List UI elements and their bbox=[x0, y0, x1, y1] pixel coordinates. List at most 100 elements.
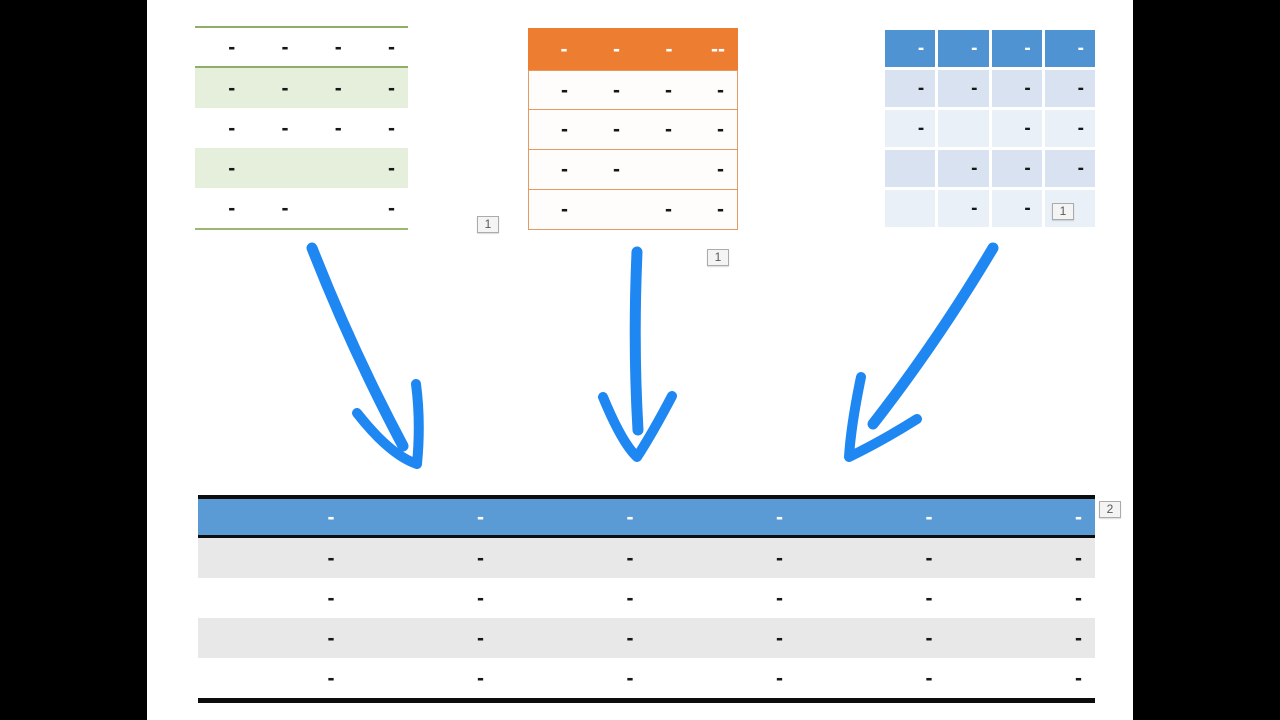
table-header-row: - - - - - - bbox=[198, 499, 1095, 538]
table-cell: - bbox=[388, 196, 395, 220]
table-cell: - bbox=[1044, 70, 1095, 107]
table-row: - - - - bbox=[195, 68, 408, 108]
table-cell: - bbox=[626, 586, 634, 610]
table-cell: - bbox=[281, 116, 289, 140]
table-cell: - bbox=[561, 78, 568, 102]
table-cell: - bbox=[938, 190, 989, 227]
table-cell: - bbox=[885, 30, 936, 67]
table-cell: - bbox=[281, 76, 289, 100]
table-cell: - bbox=[327, 505, 335, 529]
merged-table: - - - - - - - - - - - - - - - - - - bbox=[198, 495, 1095, 703]
table-row: - - - - - - bbox=[198, 538, 1095, 578]
table-cell: - bbox=[388, 35, 395, 59]
table-cell: - bbox=[613, 118, 620, 141]
table-cell: - bbox=[1044, 30, 1095, 67]
table-row: - - - bbox=[528, 150, 738, 190]
table-cell: - bbox=[925, 546, 933, 570]
table-cell: - bbox=[776, 626, 783, 650]
table-cell: - bbox=[991, 150, 1042, 187]
table-header-row: - - - -- bbox=[528, 28, 738, 70]
table-cell: - bbox=[1044, 150, 1095, 187]
table-cell bbox=[938, 110, 989, 147]
table-cell: -- bbox=[711, 37, 725, 61]
table-cell: - bbox=[991, 30, 1042, 67]
table-cell: - bbox=[561, 158, 568, 181]
table-cell bbox=[885, 190, 936, 227]
source-table-green: - - - - - - - - - - - - - - bbox=[195, 26, 408, 230]
animation-order-badge: 2 bbox=[1099, 501, 1121, 518]
source-table-blue: - - - - - - - - - - - - - - - - bbox=[885, 30, 1095, 227]
table-cell: - bbox=[717, 78, 724, 102]
table-cell: - bbox=[228, 156, 236, 180]
table-cell: - bbox=[626, 546, 634, 570]
table-row: - - - - - - bbox=[198, 578, 1095, 618]
table-cell bbox=[885, 150, 936, 187]
table-cell: - bbox=[1075, 546, 1082, 570]
table-cell: - bbox=[1075, 666, 1082, 690]
table-cell: - bbox=[626, 626, 634, 650]
arrow-down-icon bbox=[598, 246, 677, 462]
table-cell: - bbox=[1075, 626, 1082, 650]
table-row: - - - - - - bbox=[198, 618, 1095, 658]
table-cell: - bbox=[228, 116, 236, 140]
table-cell: - bbox=[388, 76, 395, 100]
table-cell: - bbox=[925, 626, 933, 650]
table-cell: - bbox=[334, 76, 342, 100]
table-header-row: - - - - bbox=[195, 28, 408, 68]
table-cell: - bbox=[560, 37, 568, 61]
table-cell bbox=[302, 148, 355, 188]
animation-order-badge: 1 bbox=[1052, 203, 1074, 220]
source-table-orange: - - - -- - - - - - - - - - - - bbox=[528, 28, 738, 230]
table-cell bbox=[302, 188, 355, 228]
table-cell: - bbox=[281, 35, 289, 59]
table-cell: - bbox=[925, 586, 933, 610]
table-cell: - bbox=[613, 158, 620, 181]
animation-order-badge: 1 bbox=[707, 249, 729, 266]
table-cell: - bbox=[938, 70, 989, 107]
table-cell bbox=[633, 150, 685, 189]
table-cell: - bbox=[717, 158, 724, 181]
table-cell: - bbox=[477, 586, 484, 610]
arrow-down-left-icon bbox=[844, 242, 999, 462]
table-row: - - - - - - bbox=[198, 658, 1095, 698]
table-cell: - bbox=[776, 546, 783, 570]
animation-order-badge: 1 bbox=[477, 216, 499, 233]
table-cell: - bbox=[991, 70, 1042, 107]
table-row: - - - - bbox=[195, 108, 408, 148]
table-cell: - bbox=[626, 505, 634, 529]
table-cell: - bbox=[327, 666, 335, 690]
table-cell: - bbox=[925, 666, 933, 690]
table-cell: - bbox=[938, 30, 989, 67]
table-cell: - bbox=[327, 546, 335, 570]
table-row: - - bbox=[195, 148, 408, 188]
table-row: - - - bbox=[195, 188, 408, 228]
table-cell: - bbox=[665, 118, 672, 141]
table-cell: - bbox=[776, 586, 783, 610]
table-cell: - bbox=[776, 666, 783, 690]
table-cell: - bbox=[388, 156, 395, 180]
table-cell: - bbox=[885, 110, 936, 147]
slide-content-area: - - - - - - - - - - - - - - bbox=[147, 0, 1133, 720]
arrow-down-right-icon bbox=[306, 242, 424, 469]
table-cell bbox=[581, 190, 633, 229]
table-cell: - bbox=[717, 118, 724, 141]
table-cell: - bbox=[665, 78, 672, 102]
table-cell: - bbox=[334, 35, 342, 59]
table-cell: - bbox=[1075, 586, 1082, 610]
table-row: - - - - bbox=[528, 70, 738, 110]
table-cell: - bbox=[228, 76, 236, 100]
table-cell: - bbox=[1044, 110, 1095, 147]
table-cell: - bbox=[665, 37, 673, 61]
table-cell: - bbox=[477, 666, 484, 690]
table-cell: - bbox=[776, 505, 783, 529]
table-cell: - bbox=[327, 586, 335, 610]
table-cell: - bbox=[561, 198, 568, 221]
table-cell: - bbox=[938, 150, 989, 187]
table-cell: - bbox=[334, 116, 342, 140]
table-cell: - bbox=[613, 78, 620, 102]
table-row: - - - - bbox=[528, 110, 738, 150]
table-cell: - bbox=[281, 196, 289, 220]
table-cell: - bbox=[626, 666, 634, 690]
table-cell bbox=[248, 148, 301, 188]
